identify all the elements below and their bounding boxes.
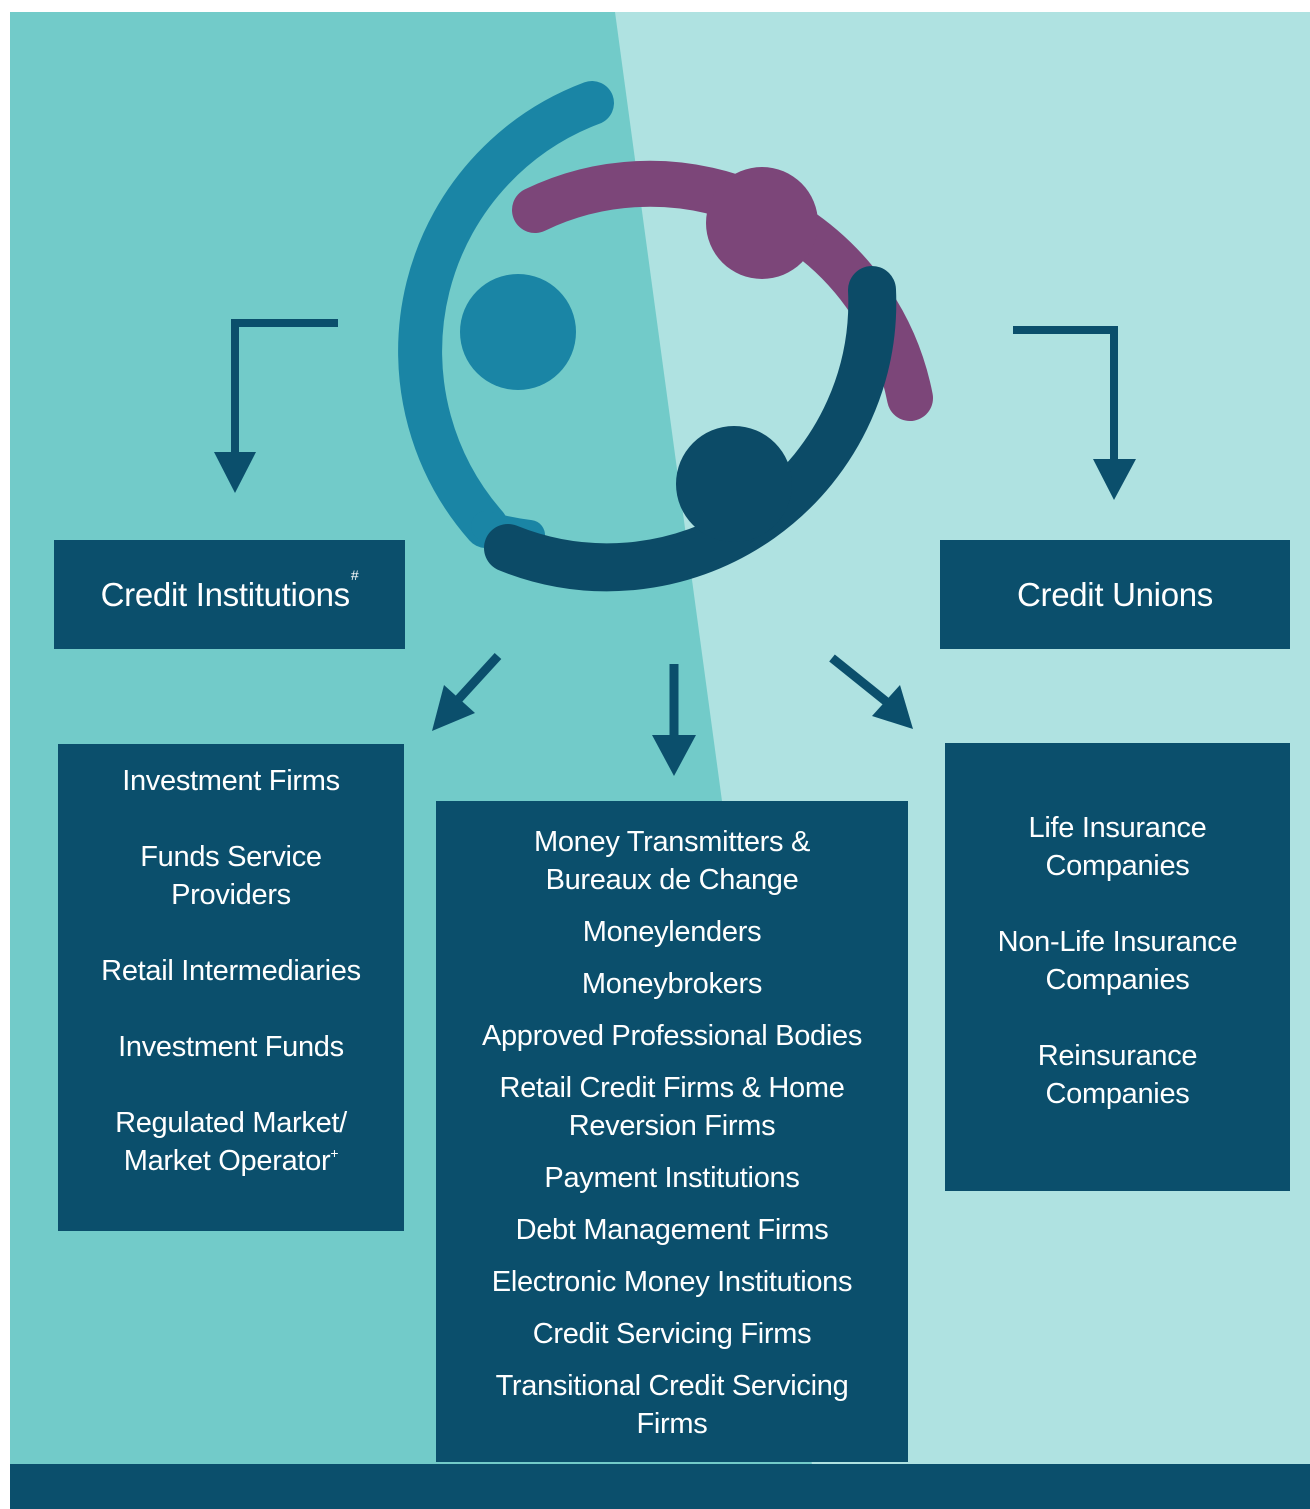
middle-list-item: Money Transmitters & Bureaux de Change [534,823,810,899]
arrow-to-left-list [432,652,502,731]
list-item-line: Regulated Market/ [115,1107,347,1139]
list-item-line: Transitional Credit Servicing [495,1370,849,1402]
list-item-line: Companies [1045,1078,1190,1110]
middle-list-item: Moneybrokers [582,965,762,1003]
footnote-mark-plus: + [330,1145,339,1161]
list-item-line: Retail Credit Firms & Home [499,1072,845,1104]
credit-institutions-box: Credit Institutions# [54,540,405,649]
middle-list-item: Debt Management Firms [516,1211,829,1249]
list-item-line: Non-Life Insurance [997,926,1238,958]
credit-institutions-text: Credit Institutions [100,575,351,613]
three-people-circle-logo [398,81,933,592]
list-item-line: Debt Management Firms [515,1214,829,1246]
logo-head-blue [460,274,576,390]
list-item-line: Investment Firms [122,765,340,797]
list-item-line: Market Operator+ [123,1145,339,1177]
list-item-line: Investment Funds [118,1031,344,1063]
arrow-to-middle-list [652,664,696,776]
list-item-line: Providers [171,879,291,911]
left-list-item: Retail Intermediaries [101,952,361,990]
logo-head-navy [676,426,792,542]
list-item-line: Firms [636,1408,708,1440]
list-item-line: Companies [1045,850,1190,882]
middle-list-item: Moneylenders [583,913,762,951]
list-item-line: Moneybrokers [581,968,763,1000]
middle-list-item: Approved Professional Bodies [482,1017,862,1055]
list-item-line: Credit Servicing Firms [532,1318,812,1350]
list-item-line: Reinsurance [1037,1040,1198,1072]
left-list-item: Regulated Market/Market Operator+ [115,1104,347,1184]
list-item-line: Moneylenders [582,916,762,948]
list-item-line: Money Transmitters & [533,826,811,858]
list-item-line: Bureaux de Change [545,864,799,896]
arrow-to-credit-institutions [214,319,338,493]
left-list-item: Investment Firms [122,762,340,800]
list-item-line: Funds Service [140,841,322,873]
list-item-line: Approved Professional Bodies [481,1020,863,1052]
middle-list-item: Credit Servicing Firms [533,1315,812,1353]
middle-list-item: Electronic Money Institutions [491,1263,853,1301]
credit-unions-label: Credit Unions [1016,575,1214,613]
arrow-to-right-list [829,654,913,729]
list-item-line: Payment Institutions [544,1162,800,1194]
list-item-line: Electronic Money Institutions [491,1266,853,1298]
list-item-line: Retail Intermediaries [101,955,361,987]
arrow-to-credit-unions [1013,326,1136,500]
footnote-mark-hash: # [350,566,359,583]
list-item-line: Life Insurance [1028,812,1207,844]
middle-list-item: Payment Institutions [544,1159,799,1197]
left-list-item: Investment Funds [118,1028,344,1066]
logo-arc-blue [398,81,614,548]
footer-bar [10,1464,1310,1509]
list-item-line: Companies [1045,964,1190,996]
credit-institutions-label: Credit Institutions# [100,567,359,614]
logo-head-purple [706,167,818,279]
list-item-line: Reversion Firms [568,1110,776,1142]
credit-unions-box: Credit Unions [940,540,1290,649]
